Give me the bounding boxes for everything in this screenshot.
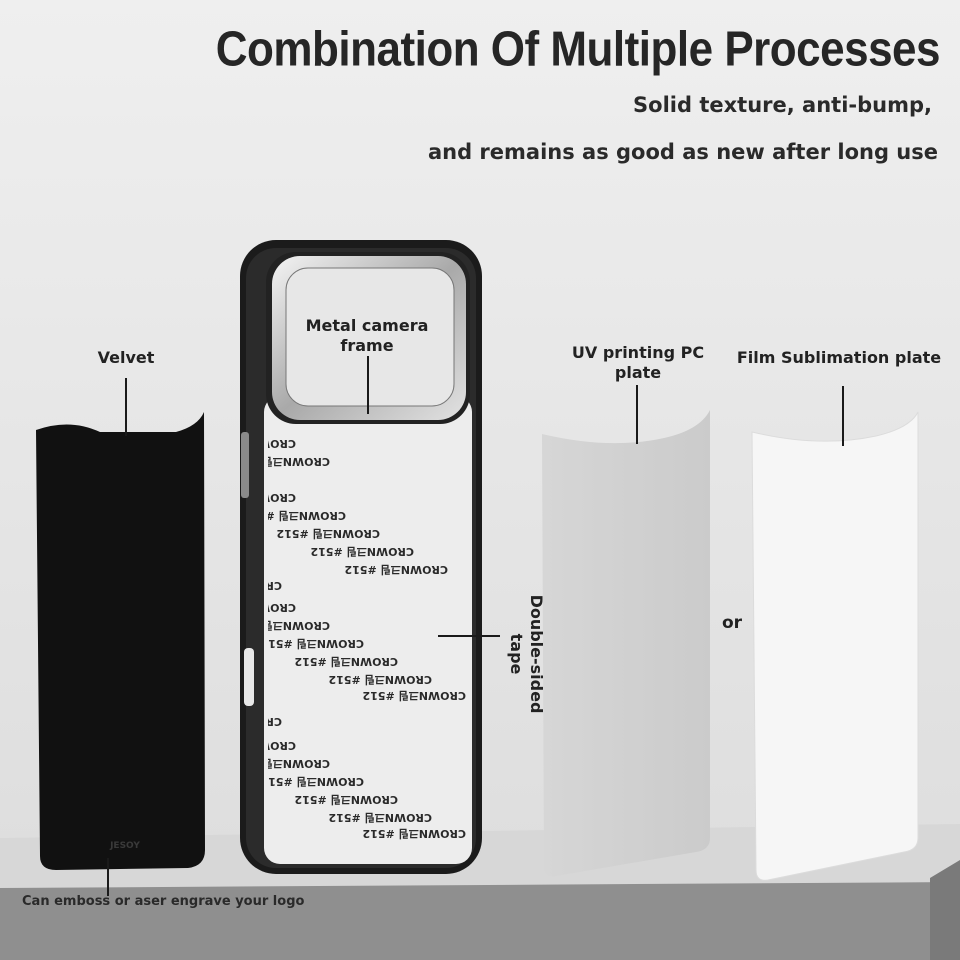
film-sublimation-plate [751,411,919,881]
tape-print-text: CROWN크림 #512 [311,545,414,558]
tape-print-text: CROWN크림 #512 [329,673,432,686]
label-metal-camera-frame: Metal camera frame [305,316,429,355]
label-velvet: Velvet [97,348,155,367]
tape-print-text: CROWN크림 #512 [243,509,346,522]
tape-print-text: CROWN크림 #512 [227,757,330,770]
velvet-logo: JESOY [109,841,140,851]
label-emboss-note: Can emboss or aser engrave your logo [22,894,305,909]
tape-print-text: CROWN크림 #512 [295,793,398,806]
tape-print-text: CROWN크림 #512 [261,637,364,650]
tape-print-text: CROWN크림 #512 [363,689,466,702]
side-cutout [244,648,254,706]
tape-print-text: CROWN크림 #512 [227,619,330,632]
tape-print-text: CROWN크림 #512 [363,827,466,840]
tape-print-text: CROWN크림 #512 [193,739,296,752]
tape-print-text: CROWN크림 #512 [193,491,296,504]
tape-print-text: CROWN크림 #512 [227,455,330,468]
subtitle-line-1: Solid texture, anti-bump, [633,93,932,117]
label-or: or [721,613,743,633]
velvet-panel [36,412,205,870]
floor-front [0,882,960,960]
tape-print-text: CROWN크림 #512 [329,811,432,824]
tape-print-text: CROWN크림 #512 [277,527,380,540]
label-film-sublimation-plate: Film Sublimation plate [736,348,942,367]
tape-print-text: CROWN크림 #512 [193,601,296,614]
camera-frame-icon [266,252,470,424]
tape-print-text: CROWN크림 #512 [295,655,398,668]
tape-print-text: CROWN크림 #512 [179,579,282,592]
uv-pc-plate [542,410,710,877]
subtitle-line-2: and remains as good as new after long us… [427,140,938,164]
tape-print-text: CROWN크림 #512 [193,437,296,450]
tape-print-text: CROWN크림 #512 [179,715,282,728]
tape-backing [264,396,472,864]
floor-edge [930,860,960,960]
label-double-sided-tape: Double-sided tape [507,594,546,714]
headline: Combination Of Multiple Processes [215,22,941,77]
side-button [241,432,249,498]
label-uv-printing-pc-plate: UV printing PC plate [571,343,705,382]
tape-print-text: CROWN크림 #512 [345,563,448,576]
tape-print-text: CROWN크림 #512 [261,775,364,788]
